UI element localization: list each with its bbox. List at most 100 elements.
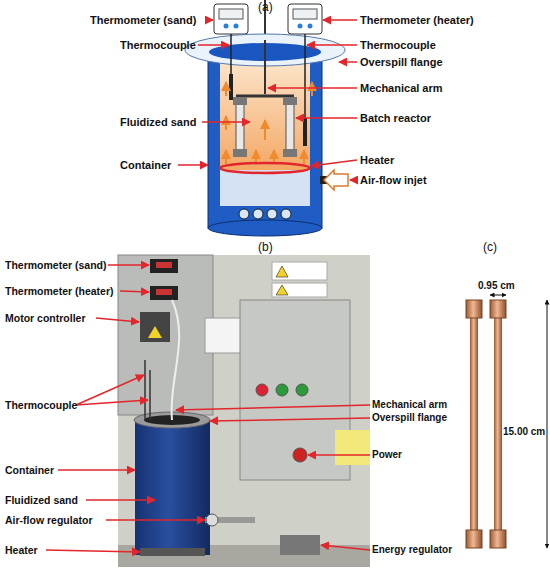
warning-triangle (276, 266, 288, 277)
display-digits (156, 262, 172, 268)
warning-sign (272, 283, 327, 297)
control-cabinet (118, 255, 213, 415)
warning-sticker (148, 326, 162, 338)
copper-tube (470, 310, 478, 536)
thermometer-button (308, 24, 313, 29)
leader-line (96, 318, 139, 322)
part-label: Fluidized sand (5, 493, 78, 507)
mechanical-arm-rod (264, 40, 266, 94)
leader-line (206, 19, 213, 21)
thermometer-display (150, 286, 178, 300)
part-label: Energy regulator (372, 543, 452, 557)
part-label: Thermometer (heater) (5, 284, 114, 298)
leader-line (106, 519, 205, 521)
leader-line (308, 454, 370, 456)
air-hole (253, 209, 263, 219)
leader-line (323, 19, 357, 21)
panel-letter: (b) (258, 240, 273, 254)
leader-line (76, 400, 148, 405)
panel-letter: (a) (258, 0, 273, 14)
leader-line (176, 405, 370, 410)
container-photo (135, 420, 210, 555)
leader-line (268, 87, 357, 89)
tube-fitting (466, 300, 482, 318)
motor-controller (140, 312, 170, 342)
tube-fitting (466, 530, 482, 548)
floor (118, 545, 370, 567)
copper-tube (494, 310, 502, 536)
leader-line (178, 164, 208, 166)
air-inlet-arrow (324, 170, 348, 190)
thermocouple-probe (303, 118, 307, 146)
warning-sign (272, 262, 327, 280)
part-label: Thermometer (sand) (90, 13, 196, 27)
leader-line (120, 291, 149, 292)
dimension-label: 15.00 cm (503, 425, 545, 439)
leader-line (198, 44, 229, 46)
part-label: Thermometer (heater) (360, 13, 474, 27)
thermocouple-photo (144, 360, 146, 420)
thermometer-sand (214, 4, 248, 34)
yellow-note (335, 430, 370, 465)
air-flow-arrow (225, 116, 227, 130)
leader-line (58, 469, 135, 471)
thermocouple-wire (304, 34, 306, 120)
part-label: Thermocouple (360, 38, 436, 52)
reactor-nut (233, 97, 247, 105)
part-label: Mechanical arm (360, 81, 443, 95)
mechanical-arm-rod (264, 0, 266, 94)
panel-letter: (c) (483, 240, 497, 254)
dimension-label: 0.95 cm (478, 279, 515, 293)
push-button (296, 384, 308, 396)
air-flow-arrow (303, 150, 305, 164)
thermometer-display (150, 259, 178, 273)
air-flow-arrow (311, 82, 313, 96)
push-button (256, 384, 268, 396)
air-chamber (220, 170, 310, 206)
part-label: Batch reactor (360, 111, 431, 125)
part-label: Container (5, 463, 54, 477)
leader-line (311, 160, 357, 166)
air-flow-arrow (225, 82, 227, 96)
power-switch (293, 448, 307, 462)
heater-coil (220, 163, 310, 173)
air-flow-arrow (225, 150, 227, 164)
container-bottom (208, 220, 322, 236)
part-label: Heater (360, 153, 394, 167)
part-label: Overspill flange (372, 411, 447, 425)
arm-cable-photo (172, 300, 180, 420)
leader-lines-b (46, 265, 370, 552)
leader-lines-a (178, 20, 358, 180)
warning-triangle (276, 285, 288, 295)
thermocouple-photo (149, 370, 151, 420)
thermometer-screen (293, 9, 317, 19)
thermometer-button (298, 24, 303, 29)
leader-line (86, 499, 155, 501)
thermometer-button (234, 24, 239, 29)
thermocouple-probe (229, 74, 233, 100)
power-cabinet (240, 300, 350, 480)
part-label: Thermocouple (5, 398, 77, 412)
thermocouple-wire (230, 34, 232, 76)
part-label: Thermometer (sand) (5, 258, 107, 272)
part-label: Air-flow regulator (5, 513, 93, 527)
thermometer-heater (288, 4, 322, 34)
thermometer-button (224, 24, 229, 29)
thermometer-screen (219, 9, 243, 19)
tube-fitting (490, 300, 506, 318)
air-hole (267, 209, 277, 219)
part-label: Fluidized sand (120, 115, 196, 129)
reactor-nut (283, 149, 297, 157)
leader-line (339, 61, 357, 63)
leader-line (210, 418, 370, 421)
part-label: Power (372, 448, 402, 462)
reactor-nut (233, 149, 247, 157)
length-dimension (547, 300, 548, 548)
air-flow-arrows (226, 82, 312, 164)
reactor-nut (283, 97, 297, 105)
energy-regulator-photo (280, 535, 320, 555)
air-flow-arrow (264, 120, 266, 140)
